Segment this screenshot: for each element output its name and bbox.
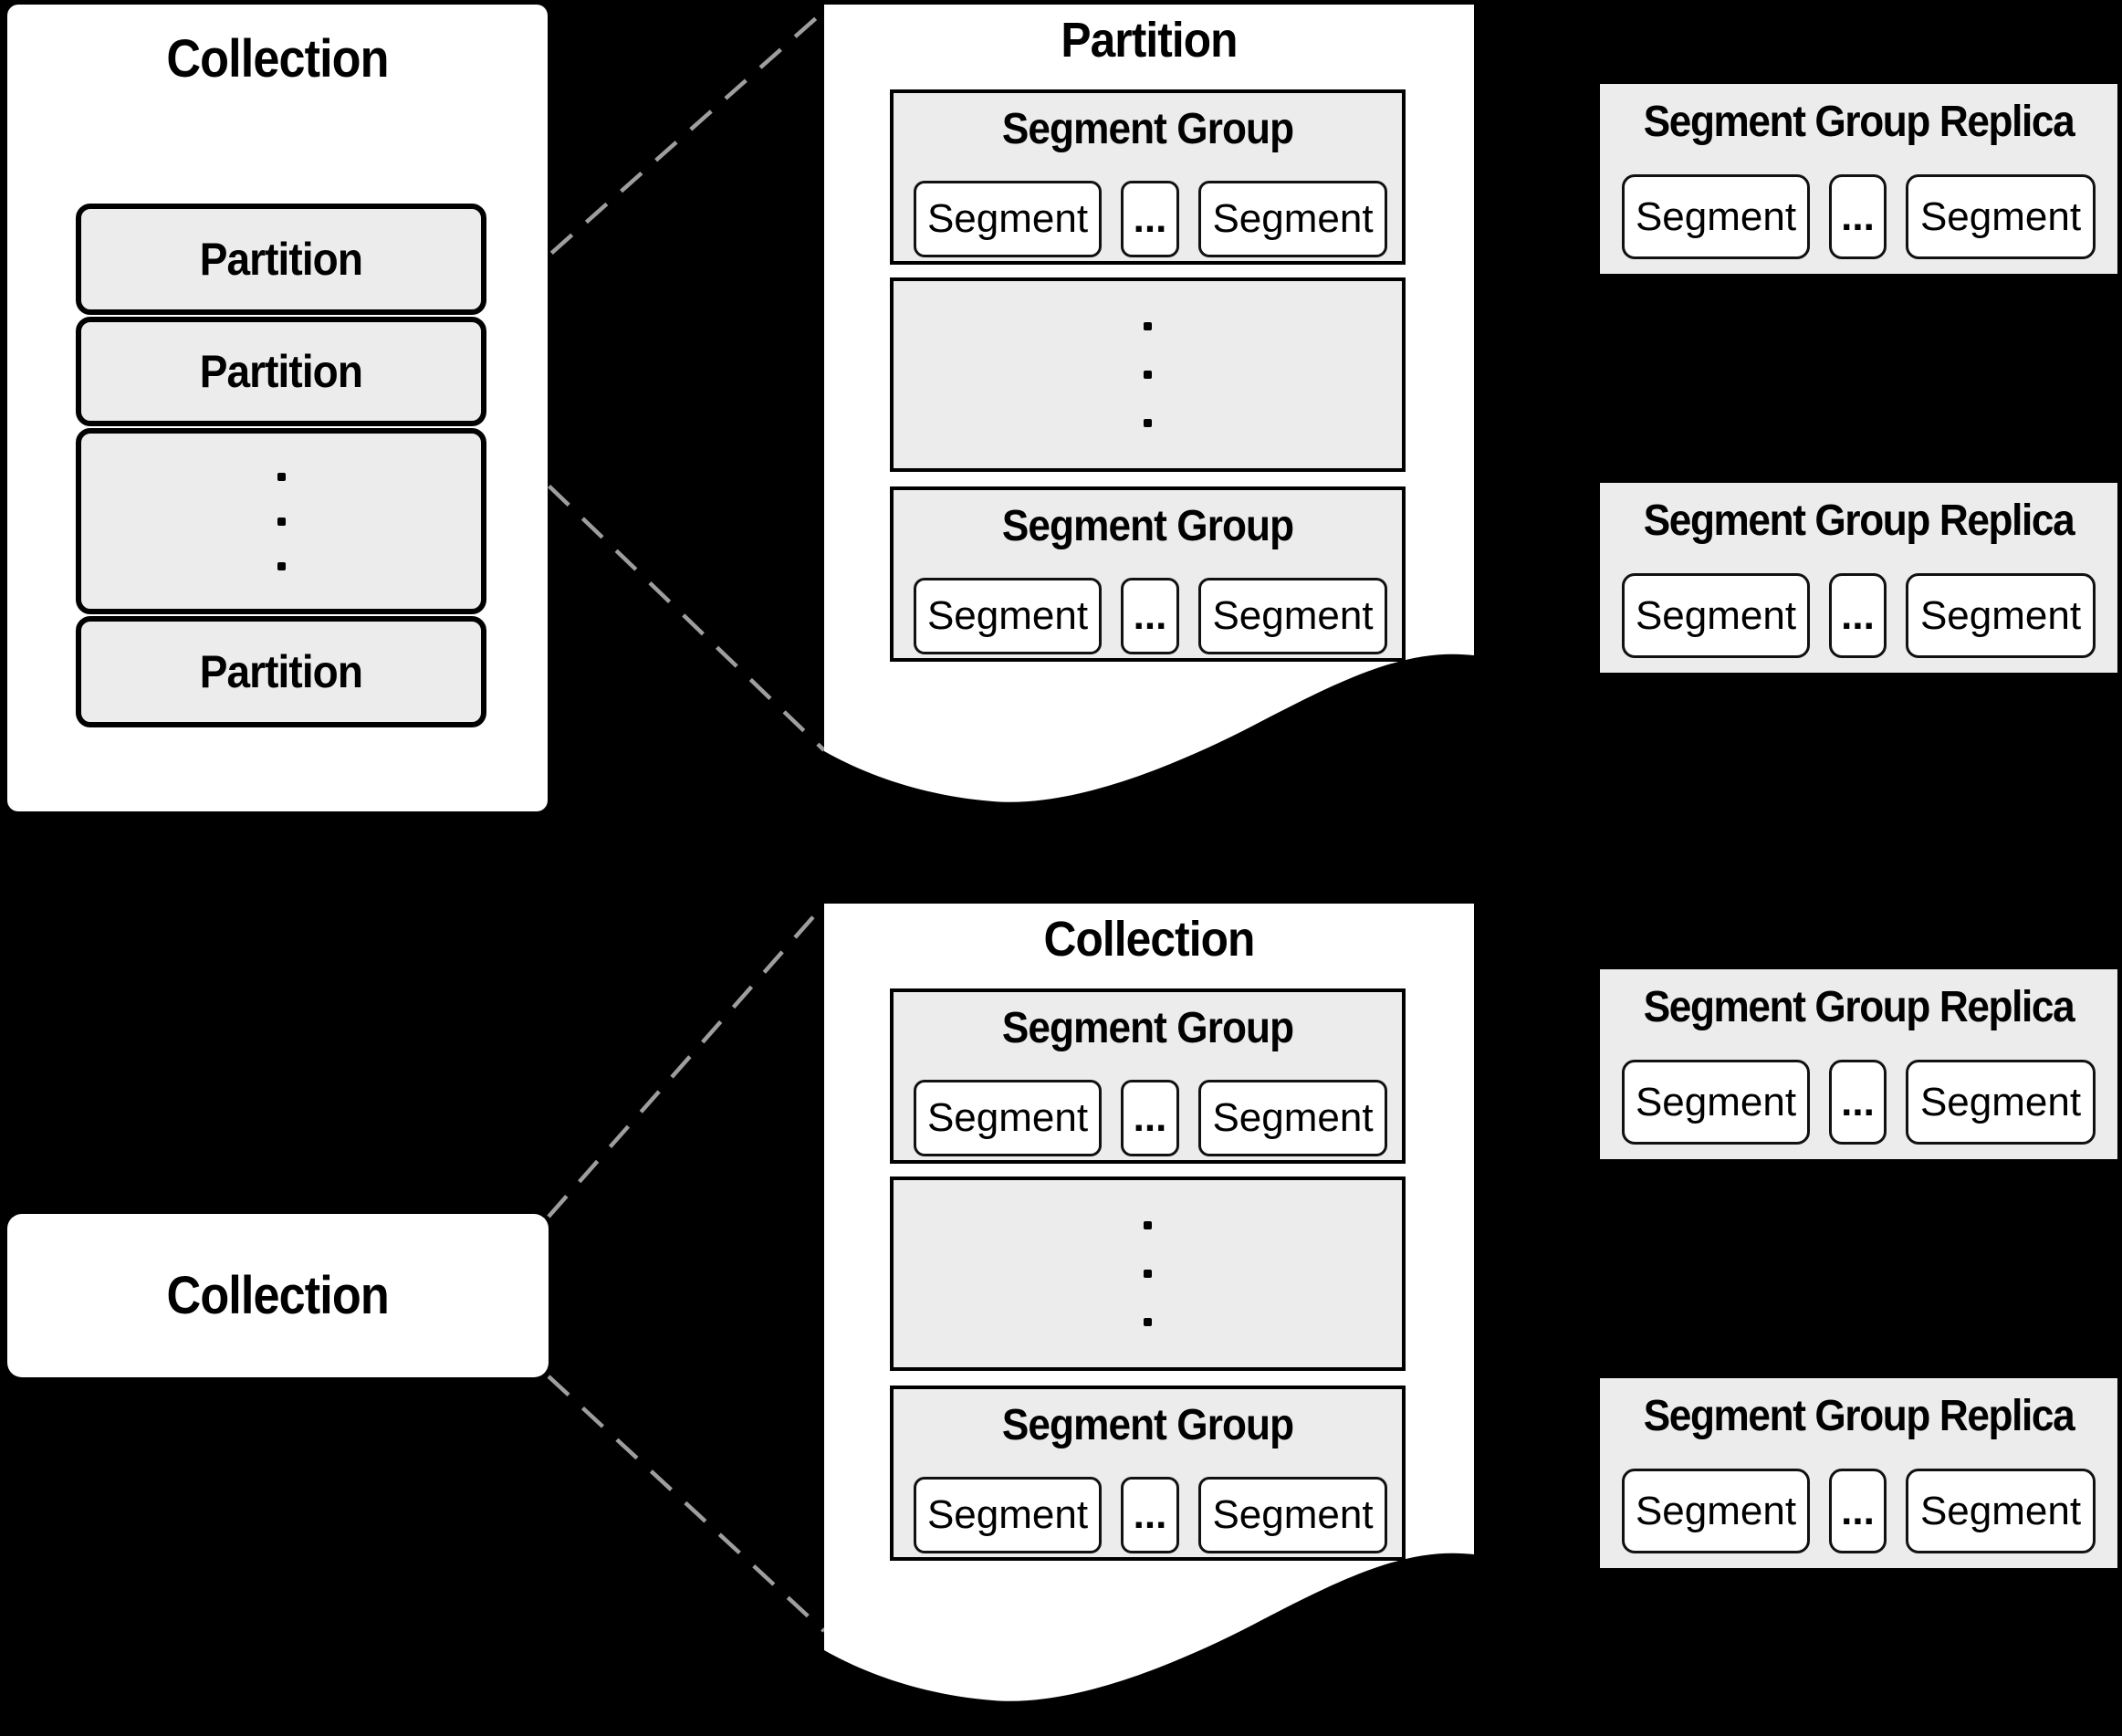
segment-box: Segment [1622,1469,1810,1553]
partition-label: Partition [199,234,363,285]
dashed-connector-partition-bottom [480,420,826,752]
replica-title: Segment Group Replica [1643,98,2075,146]
segment-group-box: Segment Group Segment ... Segment [890,988,1406,1164]
segment-box: Segment [1198,1477,1387,1553]
segment-box: Segment [914,181,1102,257]
replica-title: Segment Group Replica [1643,497,2075,545]
segment-group-replica-4: Segment Group Replica Segment ... Segmen… [1600,1378,2117,1568]
replica-title: Segment Group Replica [1643,1392,2075,1440]
segment-group-replica-1: Segment Group Replica Segment ... Segmen… [1600,84,2117,274]
segment-group-title: Segment Group [1001,1004,1294,1052]
segment-row: Segment ... Segment [1622,174,2096,259]
ellipsis-dot [1144,419,1152,427]
segment-row: Segment ... Segment [1622,573,2096,658]
segment-box: Segment [914,1080,1102,1156]
dashed-connector-collection-bottom [547,1375,826,1633]
segment-group-box: Segment Group Segment ... Segment [890,486,1406,662]
segment-ellipsis-box: ... [1829,1060,1887,1145]
segment-group-title: Segment Group [1001,105,1294,153]
segment-row: Segment ... Segment [1622,1060,2096,1145]
more-segment-groups-ellipsis [890,277,1406,472]
ellipsis-dot [1144,1221,1152,1229]
partition-box: Partition [76,317,486,426]
segment-box: Segment [1198,1080,1387,1156]
segment-box: Segment [1198,578,1387,654]
segment-ellipsis-box: ... [1829,573,1887,658]
document-title: Partition [1061,13,1238,68]
ellipsis-dot [1144,1270,1152,1278]
segment-row: Segment ... Segment [914,181,1387,257]
ellipsis-dot [1144,371,1152,379]
segment-box: Segment [1198,181,1387,257]
segment-ellipsis-box: ... [1121,1080,1179,1156]
segment-ellipsis-box: ... [1121,1477,1179,1553]
segment-row: Segment ... Segment [1622,1469,2096,1553]
partition-box: Partition [76,616,486,727]
segment-box: Segment [1906,1060,2096,1145]
partition-label: Partition [199,346,363,397]
partition-document: Partition Segment Group Segment ... Segm… [824,5,1474,817]
segment-box: Segment [1622,1060,1810,1145]
segment-row: Segment ... Segment [914,1477,1387,1553]
segment-box: Segment [1622,174,1810,259]
segment-group-replica-3: Segment Group Replica Segment ... Segmen… [1600,969,2117,1159]
segment-group-replica-2: Segment Group Replica Segment ... Segmen… [1600,483,2117,673]
ellipsis-dot [1144,1318,1152,1326]
segment-ellipsis-box: ... [1121,578,1179,654]
segment-box: Segment [1906,1469,2096,1553]
partition-label: Partition [199,646,363,697]
segment-ellipsis-box: ... [1829,1469,1887,1553]
ellipsis-dot [1144,322,1152,330]
replica-title: Segment Group Replica [1643,983,2075,1031]
ellipsis-dot [277,561,286,570]
dashed-connector-collection-top [547,903,826,1218]
segment-group-title: Segment Group [1001,1401,1294,1449]
segment-row: Segment ... Segment [914,1080,1387,1156]
partition-box: Partition [76,204,486,315]
segment-box: Segment [1622,573,1810,658]
dashed-connector-partition-top [480,9,826,317]
segment-ellipsis-box: ... [1121,181,1179,257]
segment-group-title: Segment Group [1001,502,1294,550]
collection-label: Collection [166,1266,390,1325]
segment-group-box: Segment Group Segment ... Segment [890,89,1406,265]
segment-box: Segment [1906,174,2096,259]
panel-title: Collection [166,29,389,89]
segment-row: Segment ... Segment [914,578,1387,654]
collection-label-box: Collection [7,1214,549,1377]
segment-ellipsis-box: ... [1829,174,1887,259]
segment-box: Segment [914,578,1102,654]
document-title: Collection [1043,912,1256,967]
segment-box: Segment [914,1477,1102,1553]
ellipsis-dot [277,472,286,481]
collection-document: Collection Segment Group Segment ... Seg… [824,904,1474,1716]
ellipsis-dot [277,517,286,526]
more-segment-groups-ellipsis [890,1177,1406,1371]
segment-box: Segment [1906,573,2096,658]
segment-group-box: Segment Group Segment ... Segment [890,1386,1406,1561]
more-partitions-ellipsis [76,428,486,614]
collection-partitions-panel: Collection Partition Partition Partition [7,5,548,811]
